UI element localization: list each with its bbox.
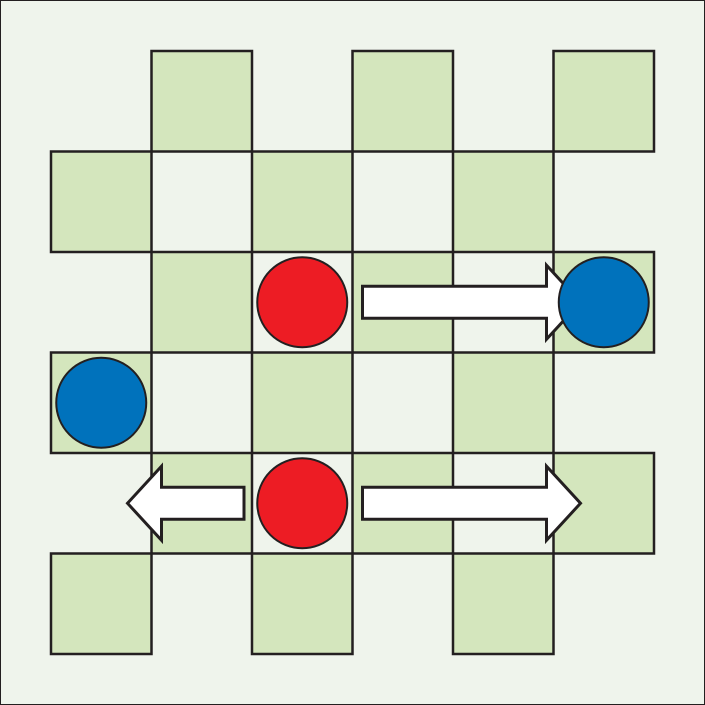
dark-square-r2-c1[interactable] bbox=[150, 250, 254, 354]
light-square-r5-c3[interactable] bbox=[352, 553, 454, 655]
dark-square-r1-c2[interactable] bbox=[250, 150, 354, 254]
light-square-r3-c5[interactable] bbox=[553, 352, 655, 454]
board-pieces bbox=[55, 256, 650, 550]
light-square-r2-c0[interactable] bbox=[51, 252, 152, 353]
move-arrow-left-bottom-icon[interactable] bbox=[125, 462, 246, 545]
light-square-r0-c4[interactable] bbox=[453, 51, 554, 152]
light-square-r1-c3[interactable] bbox=[352, 151, 454, 253]
light-square-r0-c2[interactable] bbox=[252, 51, 353, 152]
board-squares bbox=[49, 49, 656, 656]
move-arrows bbox=[125, 261, 583, 545]
light-square-r3-c1[interactable] bbox=[151, 352, 253, 454]
dark-square-r3-c2[interactable] bbox=[250, 351, 354, 455]
light-square-r5-c5[interactable] bbox=[553, 553, 655, 655]
move-arrow-right-bottom-icon[interactable] bbox=[361, 462, 583, 545]
dark-square-r4-c5[interactable] bbox=[552, 451, 656, 555]
dark-square-r0-c3[interactable] bbox=[351, 49, 455, 153]
dark-square-r1-c0[interactable] bbox=[49, 150, 153, 254]
red-piece-1[interactable] bbox=[256, 256, 349, 349]
dark-square-r1-c4[interactable] bbox=[451, 150, 555, 254]
light-square-r1-c1[interactable] bbox=[151, 151, 253, 253]
dark-square-r5-c2[interactable] bbox=[250, 552, 354, 656]
light-square-r3-c3[interactable] bbox=[352, 352, 454, 454]
light-square-r1-c5[interactable] bbox=[553, 151, 655, 253]
blue-piece-2[interactable] bbox=[55, 356, 148, 449]
red-piece-2[interactable] bbox=[256, 457, 349, 550]
blue-piece-1[interactable] bbox=[557, 256, 650, 349]
light-square-r0-c0[interactable] bbox=[51, 51, 152, 152]
light-square-r5-c1[interactable] bbox=[151, 553, 253, 655]
dark-square-r0-c5[interactable] bbox=[552, 49, 656, 153]
dark-square-r0-c1[interactable] bbox=[150, 49, 254, 153]
dark-square-r3-c4[interactable] bbox=[451, 351, 555, 455]
dark-square-r5-c4[interactable] bbox=[451, 552, 555, 656]
dark-square-r5-c0[interactable] bbox=[49, 552, 153, 656]
